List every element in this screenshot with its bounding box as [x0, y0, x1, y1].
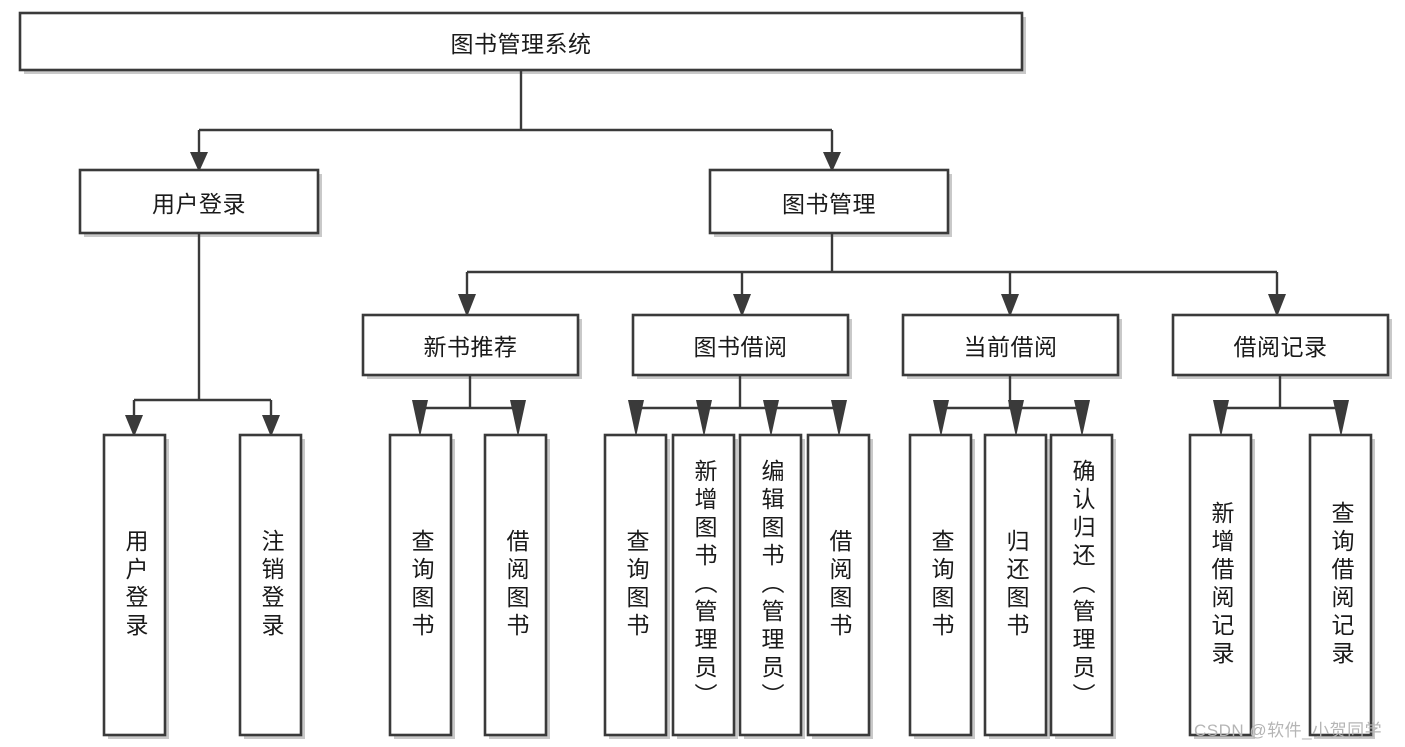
watermark-text: CSDN @软件_小贺同学 — [1194, 721, 1383, 740]
connector-arrowheads — [125, 152, 1349, 437]
node-box-book-management[interactable] — [708, 168, 950, 235]
node-box-user-login[interactable] — [78, 168, 320, 235]
node-box-borrow-record[interactable] — [1171, 313, 1390, 377]
node-box-leaf-add-record[interactable] — [1188, 433, 1253, 737]
node-box-leaf-confirm-return[interactable] — [1049, 433, 1114, 737]
node-box-leaf-query-book-3[interactable] — [908, 433, 973, 737]
node-box-leaf-query-book-1[interactable] — [388, 433, 453, 737]
node-box-leaf-borrow-book-2[interactable] — [806, 433, 871, 737]
node-box-leaf-borrow-book-1[interactable] — [483, 433, 548, 737]
node-box-root[interactable] — [18, 11, 1024, 72]
node-box-leaf-edit-book[interactable] — [738, 433, 803, 737]
node-box-leaf-return-book[interactable] — [983, 433, 1048, 737]
node-boxes — [18, 11, 1390, 737]
node-box-new-book-recommend[interactable] — [361, 313, 580, 377]
node-box-leaf-logout[interactable] — [238, 433, 303, 737]
node-box-leaf-query-record[interactable] — [1308, 433, 1373, 737]
node-box-leaf-add-book[interactable] — [671, 433, 736, 737]
node-box-current-borrow[interactable] — [901, 313, 1120, 377]
node-box-book-borrow[interactable] — [631, 313, 850, 377]
node-box-leaf-user-login[interactable] — [102, 433, 167, 737]
node-box-leaf-query-book-2[interactable] — [603, 433, 668, 737]
